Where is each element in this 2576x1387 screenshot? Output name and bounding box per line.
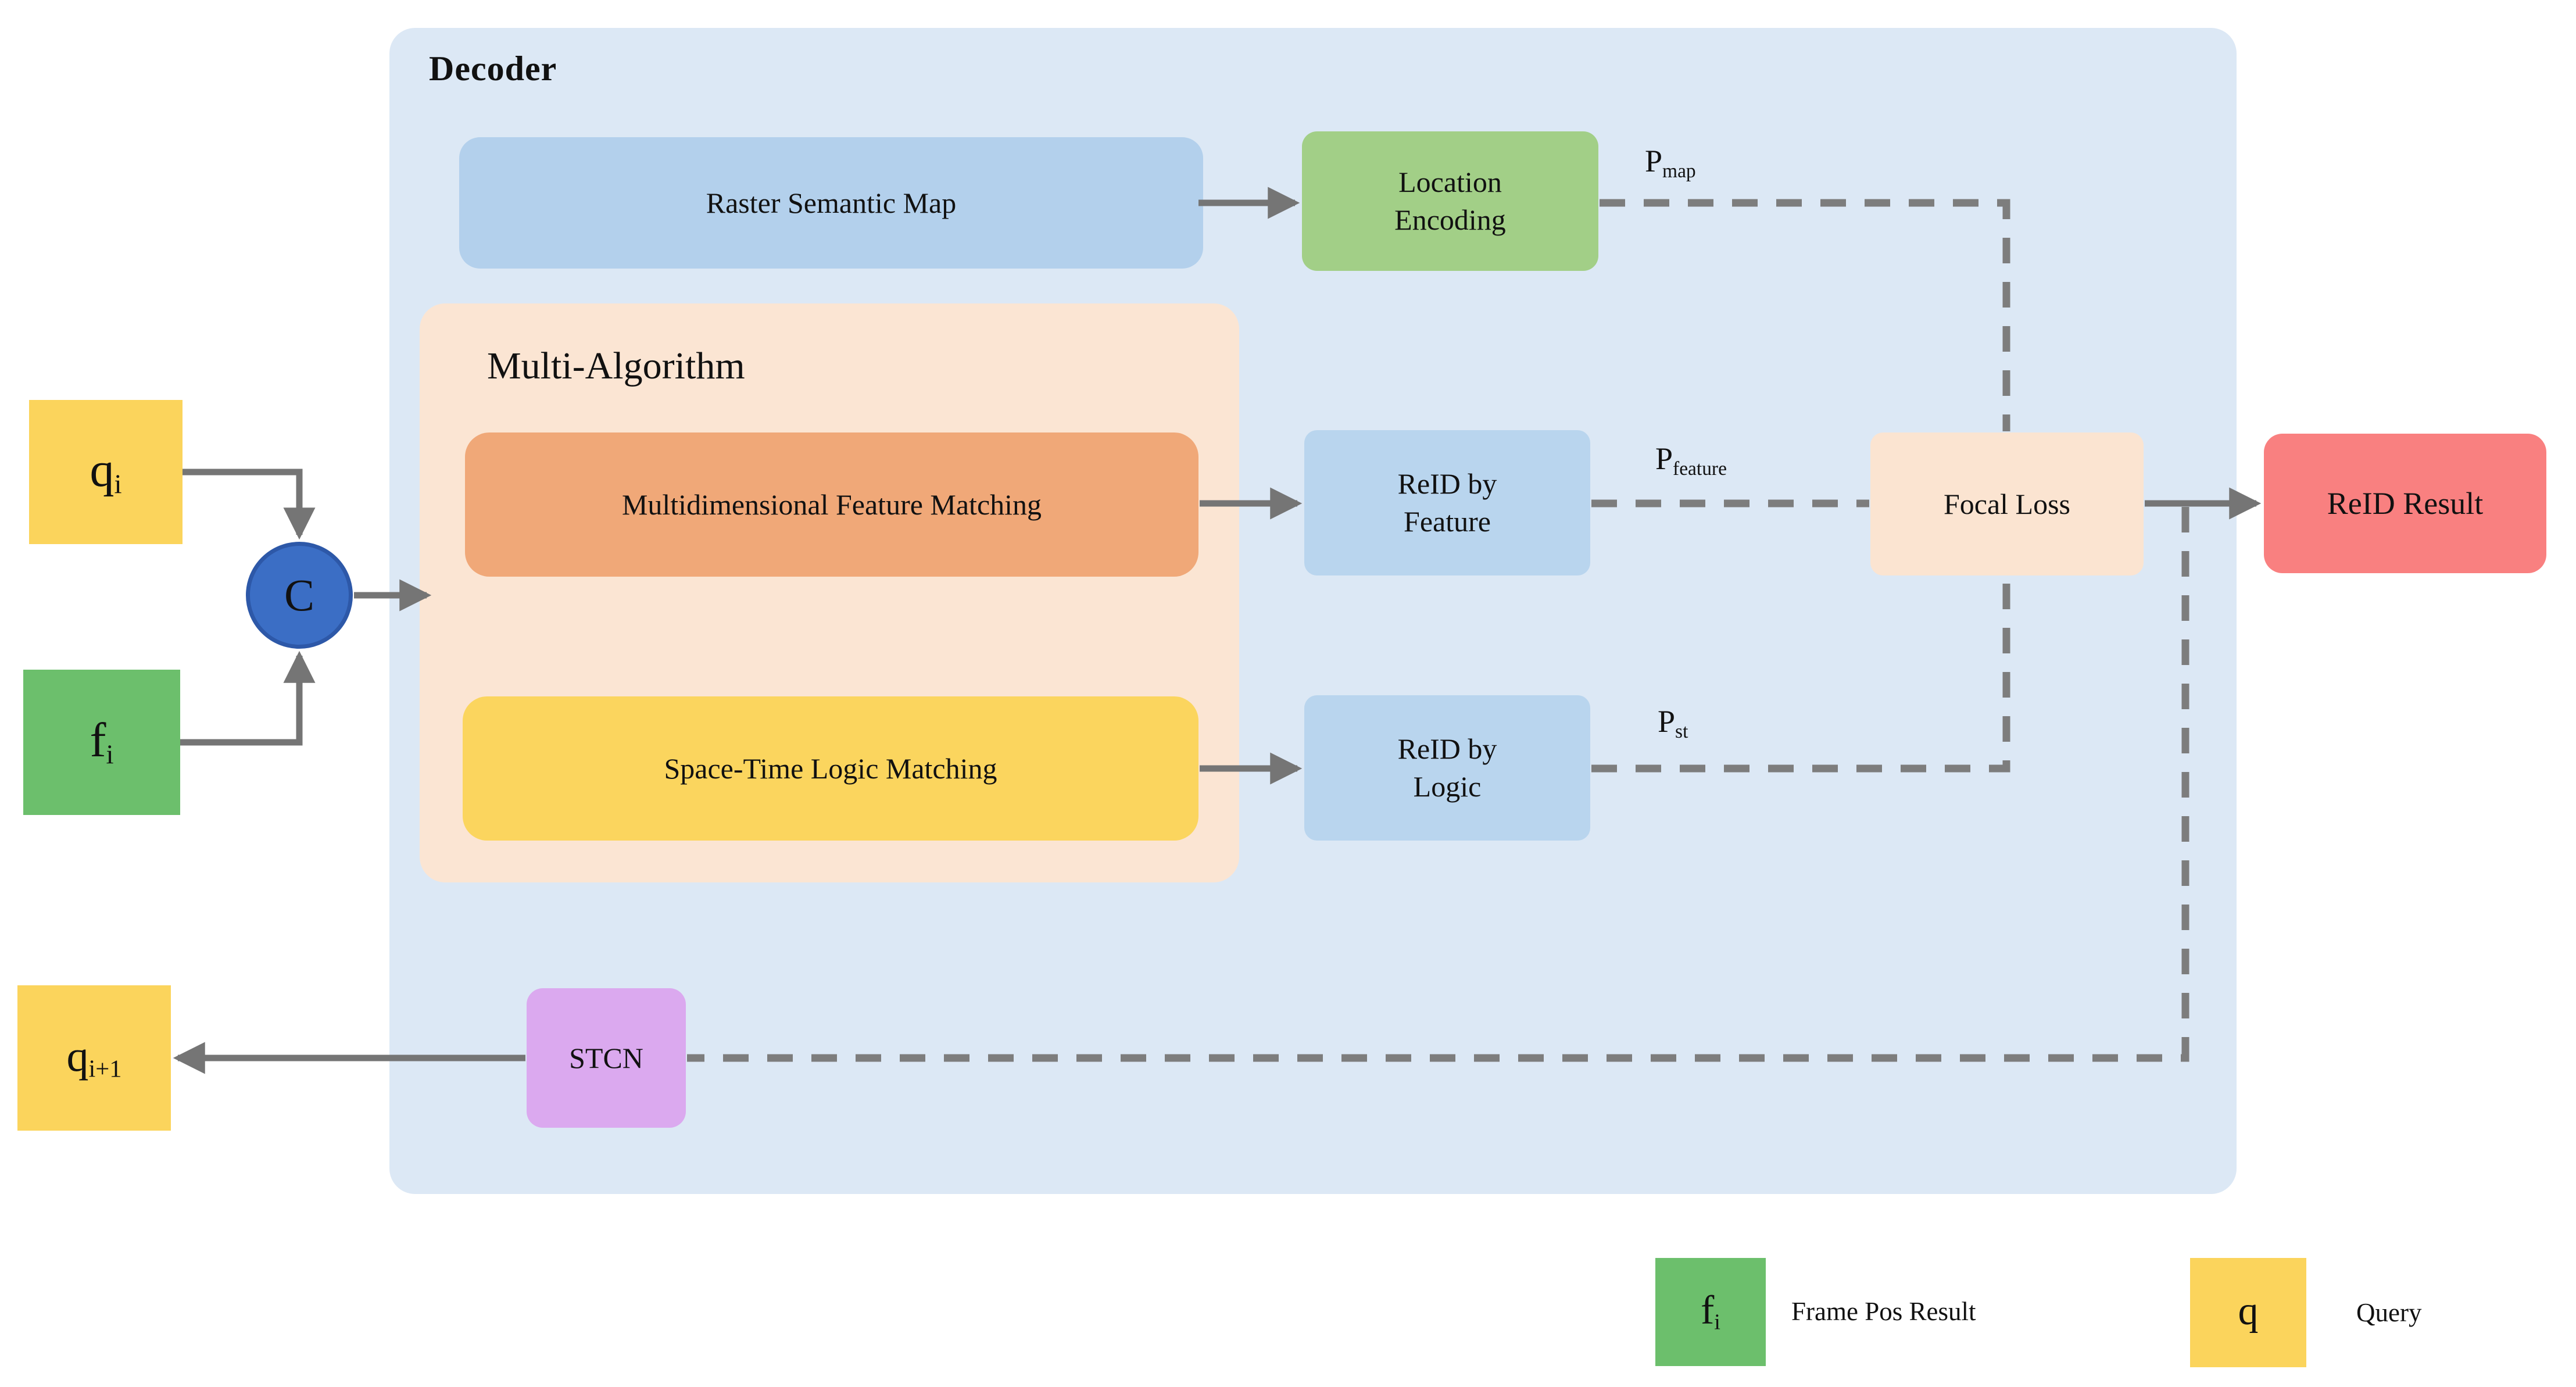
legend-query-swatch: q — [2190, 1258, 2306, 1367]
frame-input-symbol: fi — [90, 716, 113, 768]
focal-loss-label: Focal Loss — [1943, 487, 2071, 520]
feature-matching-label: Multidimensional Feature Matching — [621, 488, 1042, 521]
legend-frame-subscript: i — [1714, 1310, 1720, 1335]
location-encoding-label: Location Encoding — [1394, 166, 1506, 236]
query-input-base: q — [90, 443, 115, 498]
reid-by-feature-box: ReID by Feature — [1304, 430, 1590, 575]
p-feature-subscript: feature — [1673, 458, 1727, 480]
p-st-subscript: st — [1675, 721, 1688, 743]
location-encoding-box: Location Encoding — [1302, 131, 1598, 271]
frame-input-box: fi — [23, 670, 180, 815]
legend-frame-swatch: fi — [1655, 1258, 1766, 1366]
query-next-symbol: qi+1 — [66, 1034, 121, 1082]
query-next-subscript: i+1 — [88, 1055, 122, 1083]
logic-matching-box: Space-Time Logic Matching — [463, 696, 1198, 841]
legend-frame-symbol: fi — [1700, 1288, 1720, 1335]
legend-query-symbol: q — [2238, 1291, 2259, 1334]
query-input-subscript: i — [114, 469, 122, 499]
p-map-label: Pmap — [1645, 145, 1696, 181]
logic-matching-label: Space-Time Logic Matching — [664, 752, 997, 785]
reid-result-label: ReID Result — [2327, 485, 2484, 521]
legend-frame-label: Frame Pos Result — [1791, 1297, 1976, 1326]
stcn-label: STCN — [569, 1041, 643, 1074]
stcn-box: STCN — [527, 988, 686, 1128]
reid-by-feature-label: ReID by Feature — [1397, 467, 1497, 538]
query-input-symbol: qi — [90, 446, 121, 498]
legend-frame-base: f — [1700, 1288, 1715, 1333]
raster-semantic-map-label: Raster Semantic Map — [706, 186, 957, 219]
legend-query-base: q — [2238, 1288, 2259, 1334]
p-map-subscript: map — [1662, 160, 1696, 183]
arrow-query-input-to-concat — [183, 469, 316, 540]
p-map-base: P — [1645, 144, 1663, 178]
frame-input-base: f — [90, 713, 106, 768]
reid-by-logic-box: ReID by Logic — [1304, 695, 1590, 841]
frame-input-subscript: i — [106, 739, 114, 770]
query-next-base: q — [66, 1031, 89, 1081]
p-st-label: Pst — [1658, 706, 1688, 742]
raster-semantic-map-box: Raster Semantic Map — [459, 137, 1203, 269]
multi-algorithm-title: Multi-Algorithm — [487, 345, 745, 387]
reid-result-box: ReID Result — [2264, 434, 2546, 573]
p-st-base: P — [1658, 704, 1676, 739]
p-feature-base: P — [1655, 441, 1673, 476]
concat-node: C — [246, 542, 353, 649]
p-feature-label: Pfeature — [1655, 443, 1727, 479]
legend-query-label: Query — [2356, 1298, 2422, 1327]
query-next-box: qi+1 — [17, 985, 171, 1131]
arrow-frame-input-to-concat — [180, 650, 316, 746]
decoder-title: Decoder — [429, 49, 557, 88]
focal-loss-box: Focal Loss — [1870, 432, 2144, 575]
concat-label: C — [284, 570, 315, 620]
feature-matching-box: Multidimensional Feature Matching — [465, 432, 1198, 577]
query-input-box: qi — [29, 400, 183, 544]
reid-by-logic-label: ReID by Logic — [1397, 732, 1497, 803]
